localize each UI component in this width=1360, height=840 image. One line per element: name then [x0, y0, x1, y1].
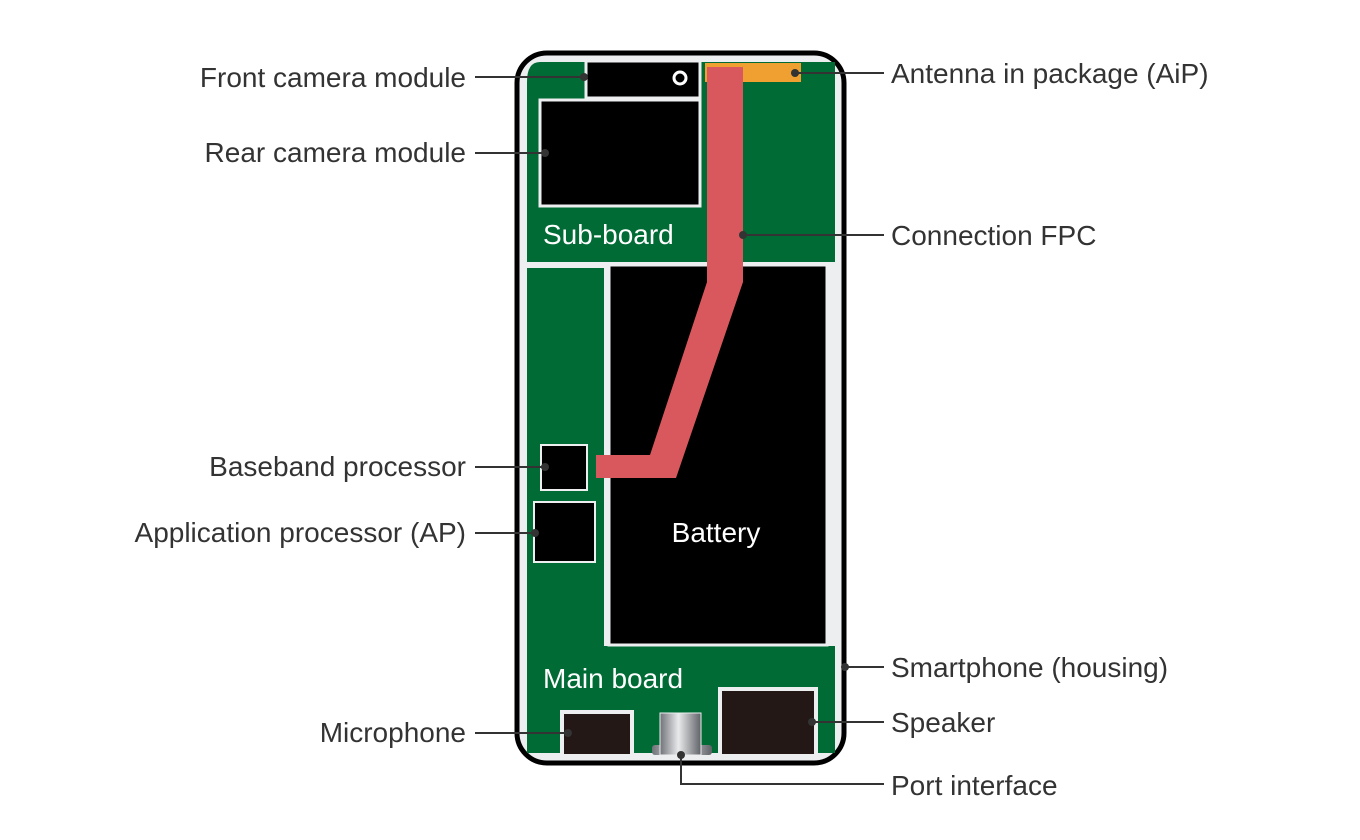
baseband-label: Baseband processor: [209, 451, 466, 482]
antenna-label: Antenna in package (AiP): [891, 58, 1209, 89]
microphone-label: Microphone: [320, 717, 466, 748]
ap-label: Application processor (AP): [135, 517, 466, 548]
port-label: Port interface: [891, 770, 1058, 801]
battery-label: Battery: [672, 517, 761, 548]
application-processor: [533, 501, 596, 563]
front-camera-lens: [672, 70, 688, 86]
front-camera-module: [584, 59, 702, 100]
rear-camera-label: Rear camera module: [205, 137, 466, 168]
port-interface: [659, 712, 702, 756]
housing-label: Smartphone (housing): [891, 652, 1168, 683]
main-board-label: Main board: [543, 663, 683, 694]
microphone: [560, 710, 634, 758]
speaker: [718, 687, 818, 758]
connection-fpc: [596, 67, 743, 478]
front-camera-label: Front camera module: [200, 62, 466, 93]
sub-board-label: Sub-board: [543, 219, 674, 250]
port-leader: [680, 755, 884, 785]
fpc-label: Connection FPC: [891, 220, 1096, 251]
rear-camera-module: [538, 98, 702, 208]
speaker-label: Speaker: [891, 707, 995, 738]
main-board: [527, 268, 835, 753]
